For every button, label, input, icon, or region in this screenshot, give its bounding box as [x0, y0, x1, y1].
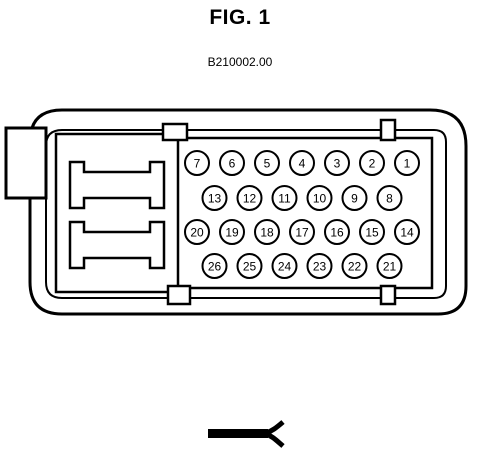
pin-9-label: 9: [351, 192, 358, 206]
pin-24-label: 24: [278, 260, 292, 274]
pin-24-circle: [271, 253, 298, 279]
pin-12-label: 12: [243, 192, 257, 206]
pin-7-label: 7: [194, 157, 201, 171]
wire-connector-symbol: [208, 420, 285, 448]
pin-23-label: 23: [313, 260, 327, 274]
lower-latch-key: [68, 220, 166, 270]
pin-6-label: 6: [229, 157, 236, 171]
side-latch-tab: [4, 126, 48, 200]
pin-25-label: 25: [243, 260, 257, 274]
top-left-key: [161, 122, 189, 142]
pin-8-label: 8: [386, 192, 393, 206]
upper-latch-key: [68, 160, 166, 210]
pin-8-circle: [376, 185, 403, 211]
figure-code: B210002.00: [207, 55, 273, 69]
pin-22-label: 22: [348, 260, 362, 274]
pin-6-circle: [219, 150, 245, 176]
bottom-right-key: [379, 284, 397, 306]
pin-14-label: 14: [400, 226, 414, 240]
pin-16-label: 16: [330, 226, 344, 240]
pin-23-circle: [306, 253, 333, 279]
pin-2-circle: [359, 150, 385, 176]
pin-19-circle: [219, 219, 245, 245]
pin-5-circle: [254, 150, 280, 176]
pin-13-label: 13: [208, 192, 222, 206]
pin-9-circle: [341, 185, 368, 211]
pin-1-label: 1: [404, 157, 411, 171]
pin-11-circle: [271, 185, 298, 211]
pin-12-circle: [236, 185, 263, 211]
pin-4-circle: [289, 150, 315, 176]
pin-10-label: 10: [313, 192, 327, 206]
pin-16-circle: [324, 219, 350, 245]
pin-20-circle: [184, 219, 210, 245]
pin-20-label: 20: [190, 226, 204, 240]
pin-1-circle: [394, 150, 420, 176]
pin-5-label: 5: [264, 157, 271, 171]
pin-15-circle: [359, 219, 385, 245]
pin-18-circle: [254, 219, 280, 245]
pin-3-circle: [324, 150, 350, 176]
figure-title: FIG. 1: [209, 6, 271, 29]
pin-17-circle: [289, 219, 315, 245]
pin-26-circle: [201, 253, 228, 279]
pin-14-circle: [394, 219, 420, 245]
pin-15-label: 15: [365, 226, 379, 240]
bottom-left-key: [166, 284, 192, 306]
top-right-key: [379, 118, 397, 142]
pin-2-label: 2: [369, 157, 376, 171]
pin-22-circle: [341, 253, 368, 279]
pin-25-circle: [236, 253, 263, 279]
pin-21-circle: [376, 253, 403, 279]
pin-21-label: 21: [383, 260, 397, 274]
pin-13-circle: [201, 185, 228, 211]
pin-11-label: 11: [278, 192, 291, 206]
pin-10-circle: [306, 185, 333, 211]
pin-18-label: 18: [260, 226, 274, 240]
pin-19-label: 19: [225, 226, 239, 240]
pin-7-circle: [184, 150, 210, 176]
pin-26-label: 26: [208, 260, 222, 274]
pin-17-label: 17: [295, 226, 309, 240]
pin-4-label: 4: [299, 157, 306, 171]
pin-3-label: 3: [334, 157, 341, 171]
